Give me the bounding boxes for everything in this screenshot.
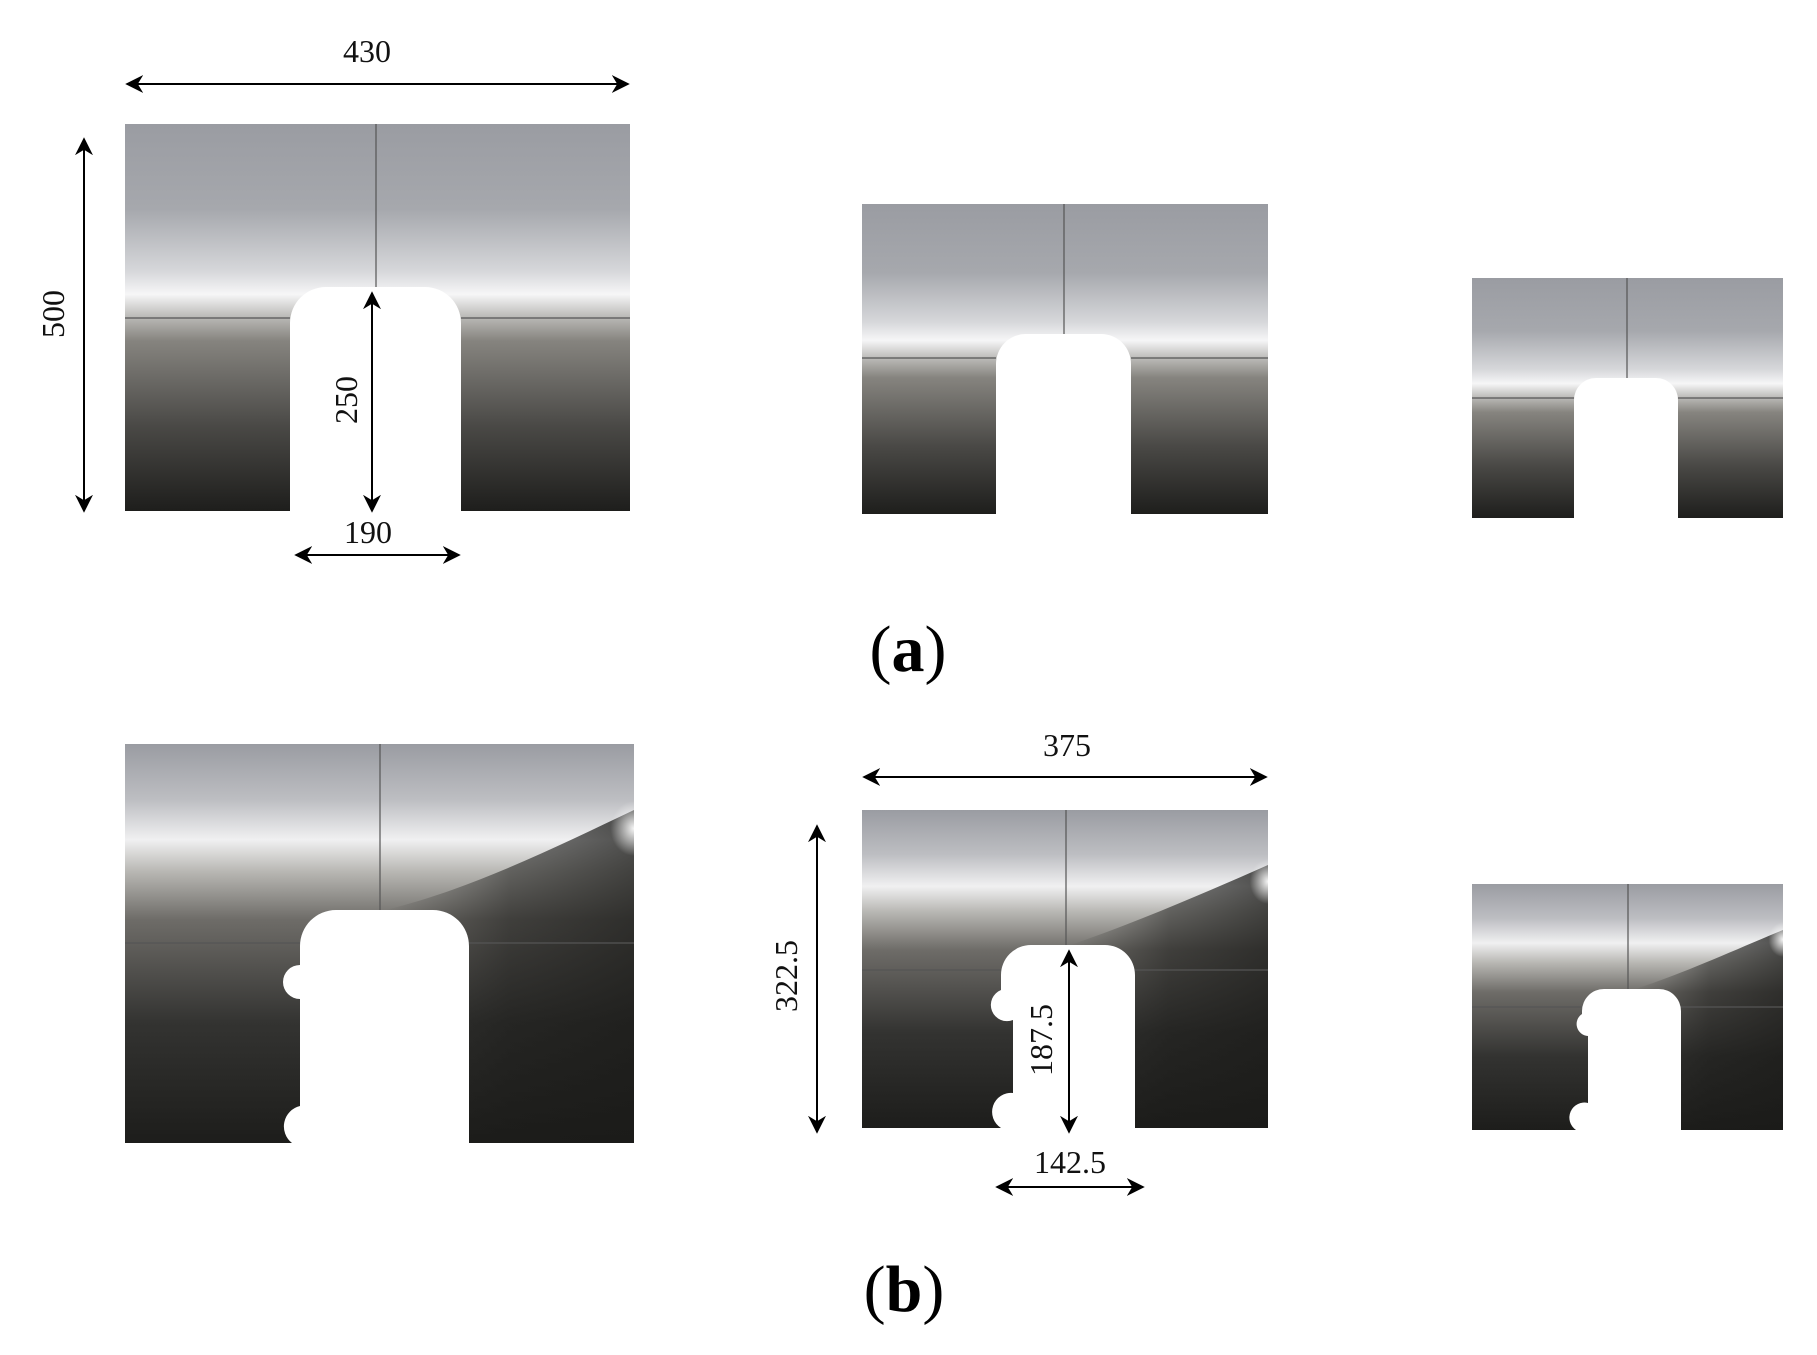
dimensions-b: 375 322.5 187.5 142.5 [768, 727, 1268, 1196]
block-a-medium [862, 204, 1268, 514]
panel-label-b: (b) [864, 1253, 945, 1326]
block-a-large [125, 124, 630, 511]
block-b-large [125, 744, 634, 1143]
dim-a-slot-depth: 250 [328, 376, 364, 424]
block-b-small [1472, 884, 1783, 1130]
block-a-small [1472, 278, 1783, 518]
dim-a-width: 430 [343, 33, 391, 69]
svg-text:(b): (b) [864, 1253, 945, 1326]
dim-b-slot-width: 142.5 [1034, 1144, 1106, 1180]
block-b-medium [862, 810, 1268, 1128]
dim-a-height: 500 [35, 290, 71, 338]
dim-b-width: 375 [1043, 727, 1091, 763]
dimensions-a: 430 500 250 190 [35, 33, 630, 564]
dim-b-height: 322.5 [768, 940, 804, 1012]
dim-a-slot-width: 190 [344, 514, 392, 550]
svg-text:(a): (a) [870, 613, 947, 686]
panel-label-a: (a) [870, 613, 947, 686]
dim-b-slot-depth: 187.5 [1023, 1004, 1059, 1076]
